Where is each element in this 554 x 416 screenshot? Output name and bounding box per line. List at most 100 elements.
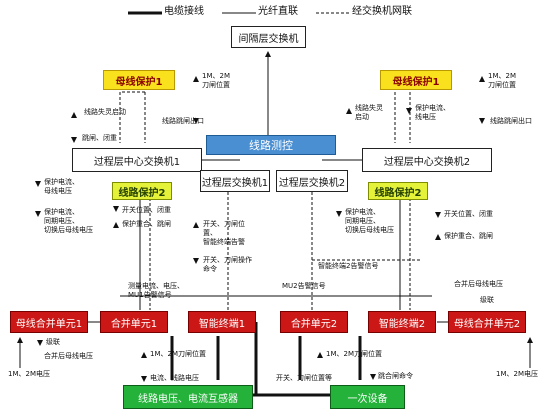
label-line: 电流、线路电压 xyxy=(150,374,199,382)
label-line: 刀闸位置 xyxy=(488,81,516,89)
label-line: 保护电流、 xyxy=(44,178,79,186)
primary-equipment-box: 一次设备 xyxy=(330,385,405,409)
label-line-trip-out-right: 线路跳闸出口 xyxy=(490,117,532,126)
flow-arrow-icon xyxy=(141,352,147,358)
label-prot-reclose-trip-right: 保护重合、跳闸 xyxy=(444,232,493,241)
label-line: MU2告警信号 xyxy=(282,282,326,290)
label-line: 1M、2M xyxy=(488,72,516,80)
flow-arrow-icon xyxy=(193,76,199,82)
label-line: 级联 xyxy=(480,296,494,304)
flow-arrow-icon xyxy=(479,76,485,82)
flow-arrow-icon xyxy=(113,222,119,228)
flow-arrow-icon xyxy=(35,211,41,217)
flow-arrow-icon xyxy=(435,212,441,218)
label-line: 线路跳闸出口 xyxy=(162,117,204,125)
busbar-protection-right: 母线保护1 xyxy=(380,70,452,90)
label-line: 合并后母线电压 xyxy=(44,352,93,360)
label-line: 级联 xyxy=(46,338,60,346)
label-switch-pos-reclose-right: 开关位置、闭重 xyxy=(444,210,493,219)
label-switch-pos-bottom: 开关、刀闸位置等 xyxy=(276,374,332,383)
smart-terminal-2: 智能终端2 xyxy=(368,311,436,333)
label-line: 1M、2M电压 xyxy=(8,370,50,378)
label-line: 1M、2M刀闸位置 xyxy=(150,350,206,358)
label-prot-current-sync-left: 保护电流、同期电压、切换后母线电压 xyxy=(44,208,93,235)
label-line: 母线电压 xyxy=(44,187,72,195)
label-1m-2m-voltage-right: 1M、2M电压 xyxy=(496,370,538,379)
label-line: 命令 xyxy=(203,265,217,273)
label-line: 线路跳闸出口 xyxy=(490,117,532,125)
label-disconnector-pos-bottom-left: 1M、2M刀闸位置 xyxy=(150,350,206,359)
flow-arrow-icon xyxy=(479,118,485,124)
label-line: 切换后母线电压 xyxy=(44,226,93,234)
label-line-failure-start-left: 线路失灵启动 xyxy=(84,108,126,117)
label-line: 保护电流、 xyxy=(415,104,450,112)
flow-arrow-icon xyxy=(193,258,199,264)
line-protection-left: 线路保护2 xyxy=(112,182,172,200)
label-line: 线电压 xyxy=(415,113,436,121)
label-line: 保护电流、 xyxy=(345,208,380,216)
flow-arrow-icon xyxy=(193,222,199,228)
flow-arrow-icon xyxy=(336,211,342,217)
line-measure-control-box: 线路测控 xyxy=(206,135,336,155)
line-protection-right: 线路保护2 xyxy=(368,182,428,200)
label-mu2-alarm: MU2告警信号 xyxy=(282,282,326,291)
label-current-line-voltage: 电流、线路电压 xyxy=(150,374,199,383)
label-line: 同期电压、 xyxy=(44,217,79,225)
bay-switch-box: 间隔层交换机 xyxy=(231,26,306,48)
label-line: 跳闸、闭重 xyxy=(82,134,117,142)
label-switch-disconnector-alarm: 开关、刀闸位置、智能终端告警 xyxy=(203,220,245,247)
label-line: 切换后母线电压 xyxy=(345,226,394,234)
label-1m-2m-voltage-left: 1M、2M电压 xyxy=(8,370,50,379)
process-switch-2: 过程层交换机2 xyxy=(276,170,348,192)
flow-arrow-icon xyxy=(370,374,376,380)
label-merged-bus-voltage-right: 合并后母线电压 xyxy=(454,280,503,289)
label-line: 智能终端2告警信号 xyxy=(318,262,379,270)
label-prot-current-bus-voltage-left: 保护电流、母线电压 xyxy=(44,178,79,196)
label-line: 智能终端告警 xyxy=(203,238,245,246)
label-cascade-left: 级联 xyxy=(46,338,60,347)
label-operation-command: 开关、刀闸操作命令 xyxy=(203,256,252,274)
flow-arrow-icon xyxy=(37,340,43,346)
label-measure-mu1-alarm: 测量电流、电压、MU1告警信号 xyxy=(128,282,184,300)
label-line: 测量电流、电压、 xyxy=(128,282,184,290)
label-line: 开关位置、闭重 xyxy=(444,210,493,218)
label-prot-current-line-voltage-right: 保护电流、线电压 xyxy=(415,104,450,122)
legend-network-label: 经交换机网联 xyxy=(352,6,412,17)
label-line-trip-out-left: 线路跳闸出口 xyxy=(162,117,204,126)
flow-arrow-icon xyxy=(35,181,41,187)
label-disconnector-pos-bottom-right: 1M、2M刀闸位置 xyxy=(326,350,382,359)
label-line-failure-start-right: 线路失灵启动 xyxy=(355,104,383,122)
label-line: 1M、2M电压 xyxy=(496,370,538,378)
label-line: 置、 xyxy=(203,229,217,237)
process-center-switch-2: 过程层中心交换机2 xyxy=(362,148,492,172)
busbar-protection-left: 母线保护1 xyxy=(103,70,175,90)
flow-arrow-icon xyxy=(435,234,441,240)
flow-arrow-icon xyxy=(113,206,119,212)
label-line: 保护重合、跳闸 xyxy=(122,220,171,228)
process-switch-1: 过程层交换机1 xyxy=(200,170,270,192)
flow-arrow-icon xyxy=(71,112,77,118)
label-line: 线路失灵 xyxy=(355,104,383,112)
label-line: 1M、2M xyxy=(202,72,230,80)
flow-arrow-icon xyxy=(141,376,147,382)
process-center-switch-1: 过程层中心交换机1 xyxy=(72,148,202,172)
label-line: 保护重合、跳闸 xyxy=(444,232,493,240)
bus-merging-unit-2: 母线合并单元2 xyxy=(448,311,526,333)
flow-arrow-icon xyxy=(346,108,352,114)
bus-merging-unit-1: 母线合并单元1 xyxy=(10,311,88,333)
merging-unit-2: 合并单元2 xyxy=(280,311,348,333)
label-prot-current-sync-right: 保护电流、同期电压、切换后母线电压 xyxy=(345,208,394,235)
label-line: 启动 xyxy=(355,113,369,121)
label-line: 线路失灵启动 xyxy=(84,108,126,116)
flow-arrow-icon xyxy=(71,137,77,143)
label-line: 1M、2M刀闸位置 xyxy=(326,350,382,358)
label-line: 保护电流、 xyxy=(44,208,79,216)
legend-fiber-label: 光纤直联 xyxy=(258,6,298,17)
label-st2-alarm: 智能终端2告警信号 xyxy=(318,262,378,271)
label-prot-reclose-trip-left: 保护重合、跳闸 xyxy=(122,220,171,229)
label-line: 同期电压、 xyxy=(345,217,380,225)
flow-arrow-icon xyxy=(193,118,199,124)
